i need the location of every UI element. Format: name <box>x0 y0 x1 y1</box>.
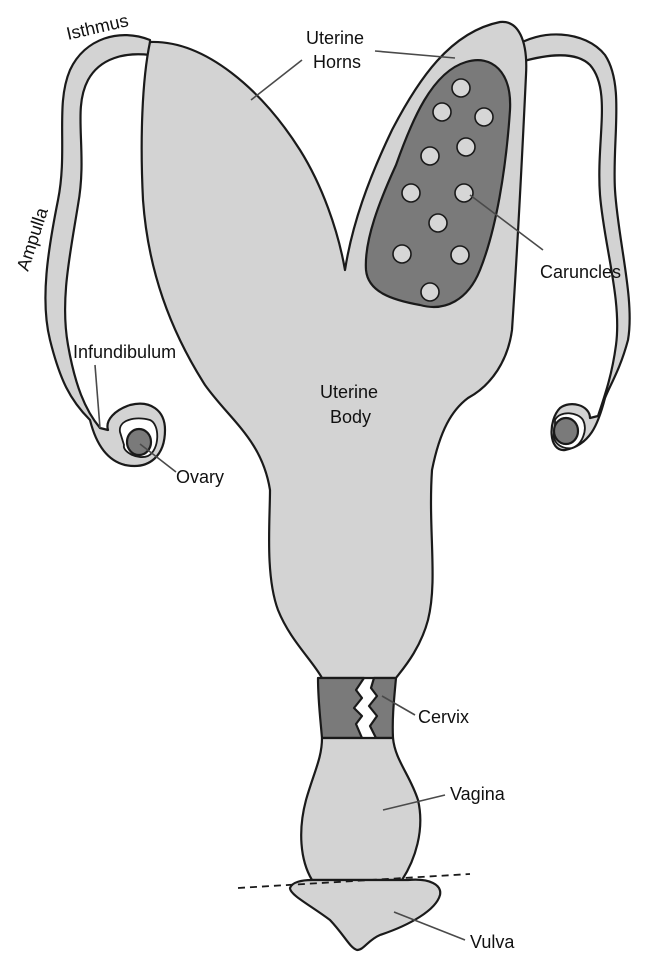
label-vulva: Vulva <box>470 932 515 952</box>
label-uterine-horns-2: Horns <box>313 52 361 72</box>
label-ampulla: Ampulla <box>13 204 52 273</box>
left-ovary-group <box>120 419 157 458</box>
leader-infundibulum <box>95 365 100 428</box>
label-caruncles: Caruncles <box>540 262 621 282</box>
caruncle <box>475 108 493 126</box>
caruncle <box>421 147 439 165</box>
label-infundibulum: Infundibulum <box>73 342 176 362</box>
right-oviduct <box>512 34 630 450</box>
label-vagina: Vagina <box>450 784 506 804</box>
caruncle <box>452 79 470 97</box>
vulva <box>290 880 440 950</box>
caruncle <box>451 246 469 264</box>
label-uterine-body-2: Body <box>330 407 371 427</box>
caruncle <box>433 103 451 121</box>
right-ovary <box>554 418 578 444</box>
vagina <box>301 738 420 880</box>
leader-uterine-horns-left <box>251 60 302 100</box>
caruncle <box>455 184 473 202</box>
right-ovary-group <box>554 413 585 448</box>
label-uterine-horns-1: Uterine <box>306 28 364 48</box>
label-ovary: Ovary <box>176 467 224 487</box>
caruncle <box>429 214 447 232</box>
left-ovary <box>127 429 151 455</box>
caruncle <box>393 245 411 263</box>
caruncle <box>402 184 420 202</box>
label-uterine-body-1: Uterine <box>320 382 378 402</box>
caruncle <box>421 283 439 301</box>
caruncle <box>457 138 475 156</box>
label-cervix: Cervix <box>418 707 469 727</box>
cervix-band <box>318 678 396 738</box>
